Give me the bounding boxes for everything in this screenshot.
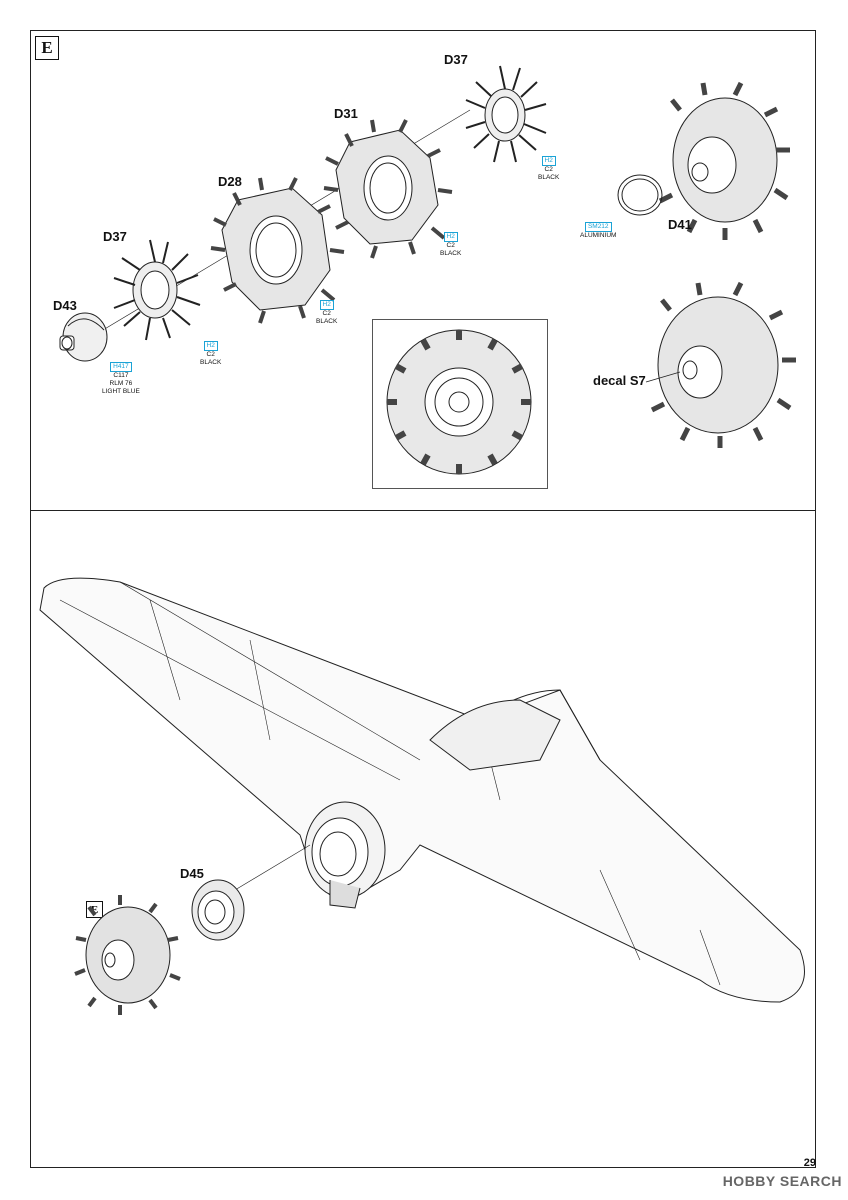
bottom-assembled-engine <box>74 895 181 1015</box>
d37-pushrod-ring-top <box>465 65 547 163</box>
part-label-d43: D43 <box>53 298 77 313</box>
inset-detail-frame <box>372 319 548 489</box>
part-label-decal-s7: decal S7 <box>593 373 646 388</box>
part-label-d45: D45 <box>180 866 204 881</box>
d37-pushrod-ring-left <box>113 239 201 341</box>
page-frame <box>30 30 816 1168</box>
step-marker-bottom: E <box>86 901 103 918</box>
paint-callout-4: H2 C2 BLACK <box>200 341 222 366</box>
paint-callout-1: H2 C2 BLACK <box>538 156 560 181</box>
part-label-d31: D31 <box>334 106 358 121</box>
d45-ring-part <box>191 879 245 941</box>
d41-engine-rear-view <box>658 81 790 240</box>
paint-callout-3: H2 C2 BLACK <box>316 300 338 325</box>
paint-callout-6: SM212 ALUMINIUM <box>580 222 617 239</box>
aircraft-wing-airframe <box>39 577 805 1003</box>
paint-callout-5: H417 C117 RLM 76 LIGHT BLUE <box>102 362 140 395</box>
assembled-engine-front <box>650 281 796 448</box>
part-label-d37-left: D37 <box>103 229 127 244</box>
part-label-d37-top: D37 <box>444 52 468 67</box>
d43-spinner-cap <box>59 312 108 362</box>
d41-collector-ring <box>617 174 663 216</box>
inset-engine-front-view <box>386 329 532 475</box>
d28-rear-cylinder-bank <box>210 177 345 324</box>
watermark-text: HOBBY SEARCH <box>722 1173 842 1189</box>
part-label-d41: D41 <box>668 217 692 232</box>
step-marker-top: E <box>35 36 59 60</box>
paint-callout-2: H2 C2 BLACK <box>440 232 462 257</box>
page-number: 29 <box>803 1157 816 1169</box>
d31-front-cylinder-bank <box>323 119 453 259</box>
section-divider <box>30 510 816 511</box>
decal-leader-line <box>645 371 681 383</box>
part-label-d28: D28 <box>218 174 242 189</box>
